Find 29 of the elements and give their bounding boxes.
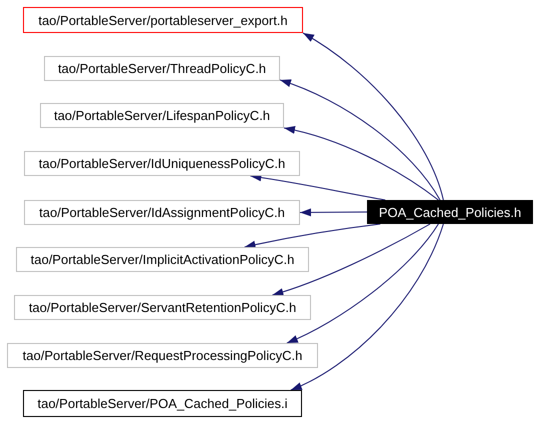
file-box xyxy=(7,343,318,368)
file-name: tao/PortableServer/LifespanPolicyC.h xyxy=(54,108,270,123)
file-box xyxy=(23,7,303,33)
file-name: tao/PortableServer/RequestProcessingPolicyC.h xyxy=(22,348,302,363)
file-box xyxy=(44,56,280,81)
file-box xyxy=(16,247,309,272)
file-name: POA_Cached_Policies.h xyxy=(378,204,522,220)
file-box xyxy=(14,295,311,320)
file-name: tao/PortableServer/ThreadPolicyC.h xyxy=(58,61,266,76)
dependency-arrow xyxy=(286,224,439,344)
file-name: tao/PortableServer/ServantRetentionPolicyC.h xyxy=(28,300,296,315)
dependency-arrow xyxy=(284,126,439,200)
file-name: tao/PortableServer/POA_Cached_Policies.i xyxy=(37,396,288,411)
file-name: tao/PortableServer/portableserver_export.h xyxy=(38,12,288,28)
file-name: tao/PortableServer/ImplicitActivationPolicyC.h xyxy=(30,252,294,267)
file-name: tao/PortableServer/IdUniquenessPolicyC.h xyxy=(38,156,286,171)
file-box xyxy=(367,200,533,224)
dependency-arrow xyxy=(290,224,444,390)
dependency-arrow xyxy=(272,224,431,296)
dependency-arrow xyxy=(300,208,368,216)
dependency-arrow xyxy=(244,224,381,249)
dependency-arrow xyxy=(302,32,444,200)
file-box xyxy=(40,103,284,128)
file-box xyxy=(23,390,302,417)
dependency-arrow xyxy=(280,80,441,200)
file-box xyxy=(24,200,300,225)
file-name: tao/PortableServer/IdAssignmentPolicyC.h xyxy=(39,205,285,220)
dependency-arrow xyxy=(250,174,386,200)
file-box xyxy=(24,151,300,176)
